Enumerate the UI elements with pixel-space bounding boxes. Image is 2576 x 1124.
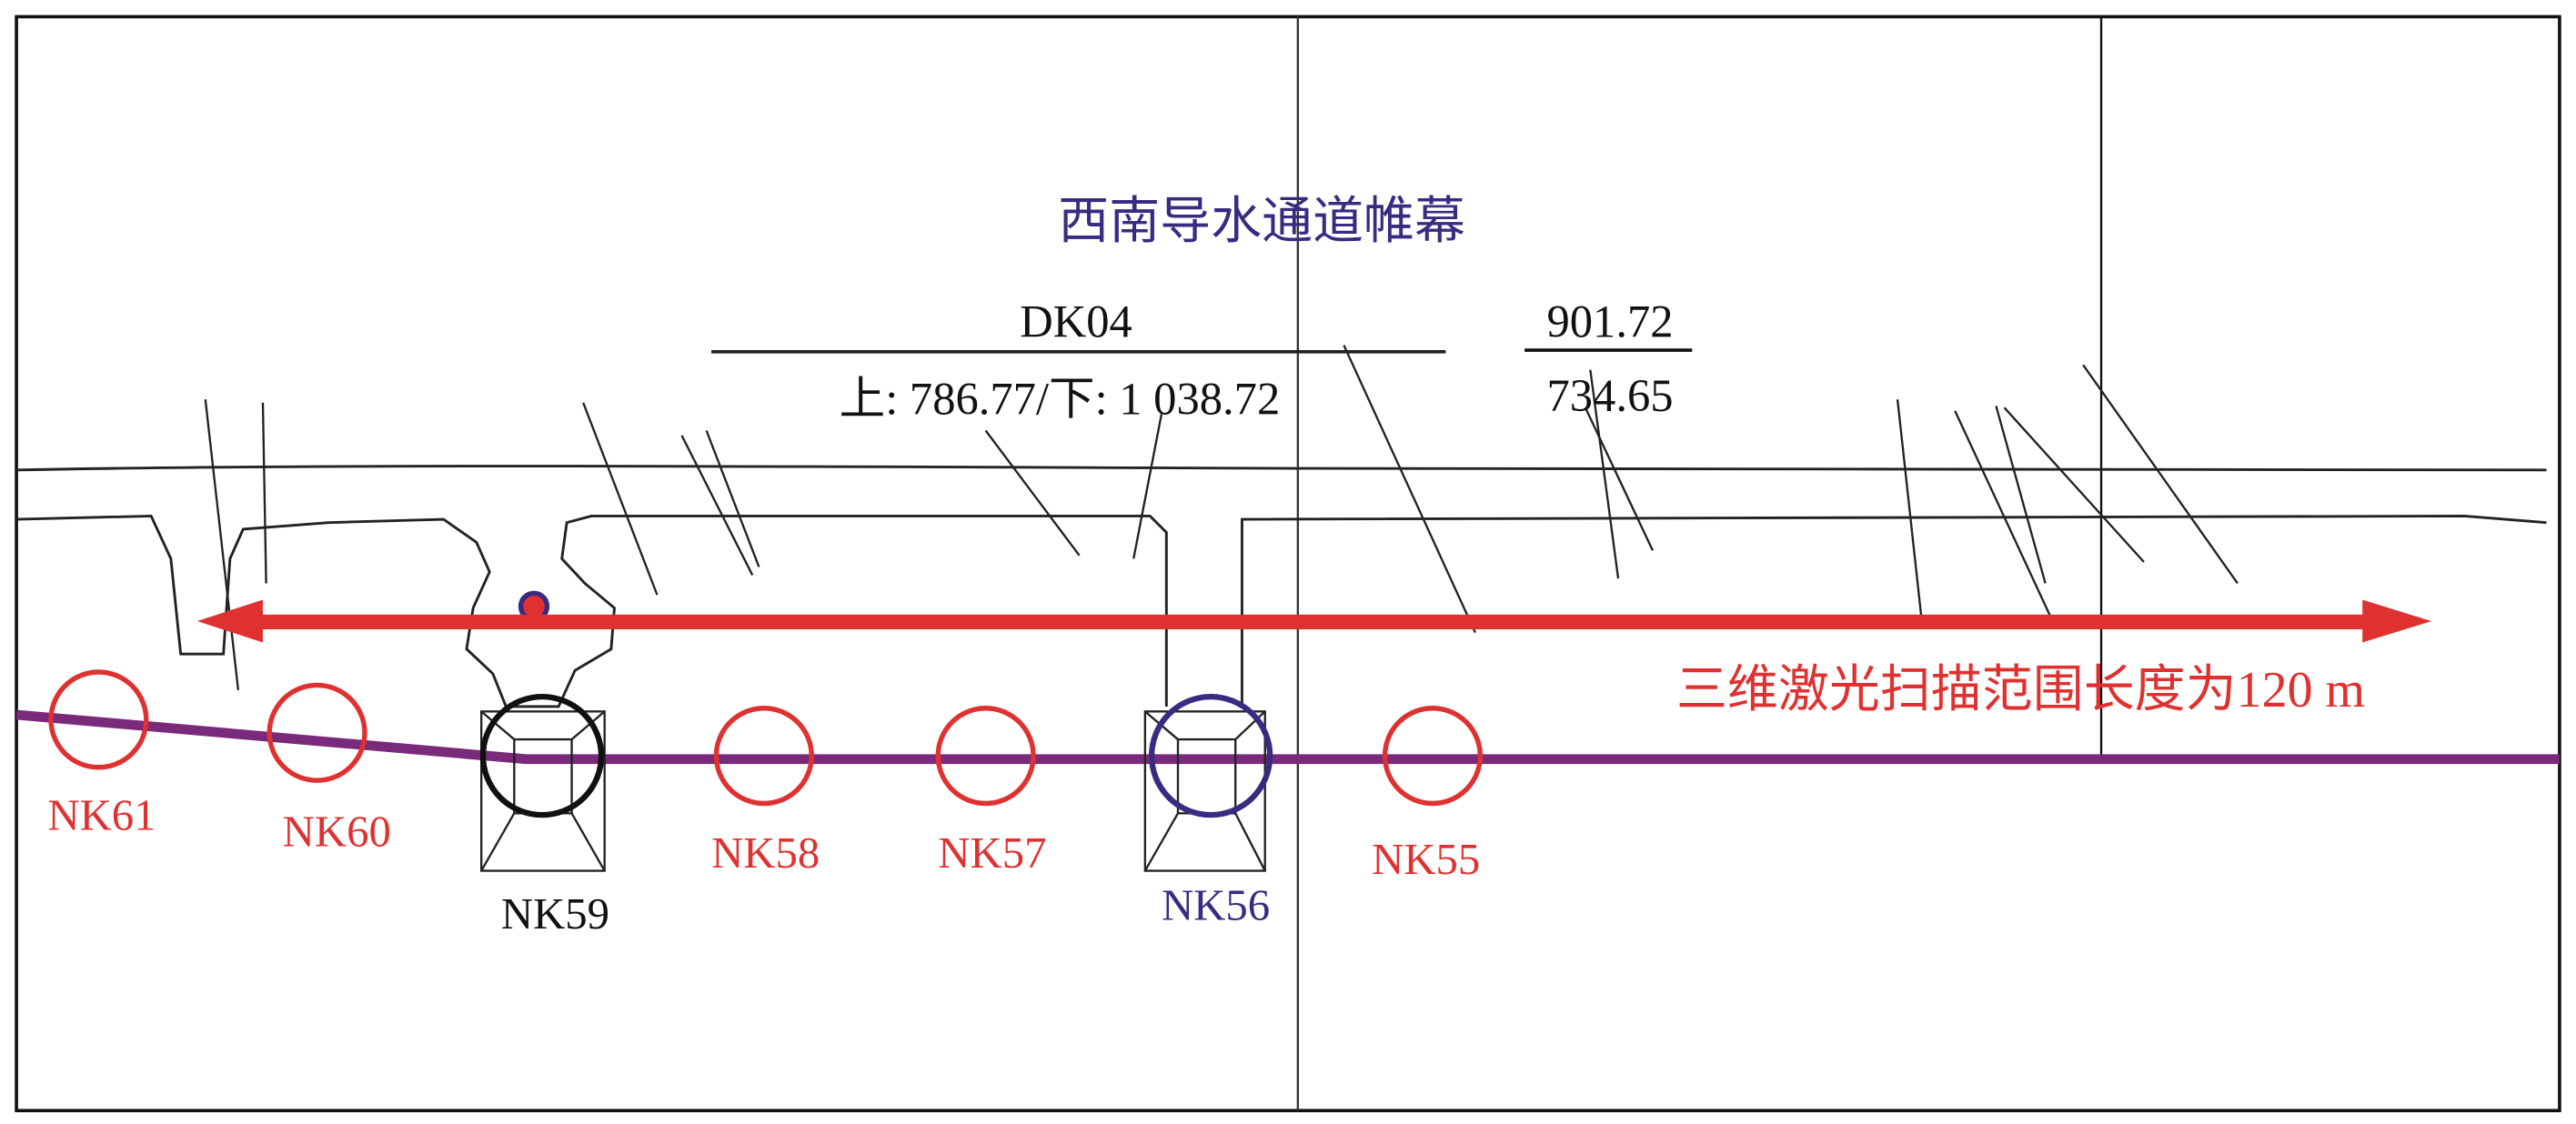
elevation-bottom: 734.65 <box>1546 370 1673 421</box>
svg-text:NK59: NK59 <box>501 889 609 938</box>
borehole-nk58: NK58 <box>711 706 820 878</box>
scan-range-arrow <box>196 599 2432 643</box>
shaft-nk56 <box>1143 710 1266 872</box>
borehole-nk59: NK59 <box>479 693 609 938</box>
svg-text:NK58: NK58 <box>711 828 820 878</box>
svg-text:NK60: NK60 <box>283 807 391 856</box>
tunnel-outline <box>16 465 2547 708</box>
section-detail: 上: 786.77/下: 1 038.72 <box>840 373 1281 424</box>
svg-text:NK61: NK61 <box>47 790 156 839</box>
borehole-nk60: NK60 <box>267 682 391 856</box>
section-name: DK04 <box>1020 296 1132 347</box>
svg-text:NK56: NK56 <box>1162 881 1270 930</box>
scan-range-label: 三维激光扫描范围长度为120 m <box>1676 662 2365 718</box>
svg-text:NK57: NK57 <box>938 828 1046 878</box>
frame-border <box>15 15 2561 1113</box>
borehole-nk56: NK56 <box>1148 693 1273 930</box>
borehole-nk57: NK57 <box>935 706 1046 878</box>
diagram-title: 西南导水通道帷幕 <box>1058 194 1465 250</box>
svg-text:NK55: NK55 <box>1372 835 1480 884</box>
elevation-top: 901.72 <box>1546 296 1673 347</box>
crack-lines <box>204 345 2239 691</box>
borehole-nk55: NK55 <box>1372 706 1484 884</box>
curtain-line <box>15 709 2560 765</box>
borehole-nk61: NK61 <box>47 669 156 839</box>
